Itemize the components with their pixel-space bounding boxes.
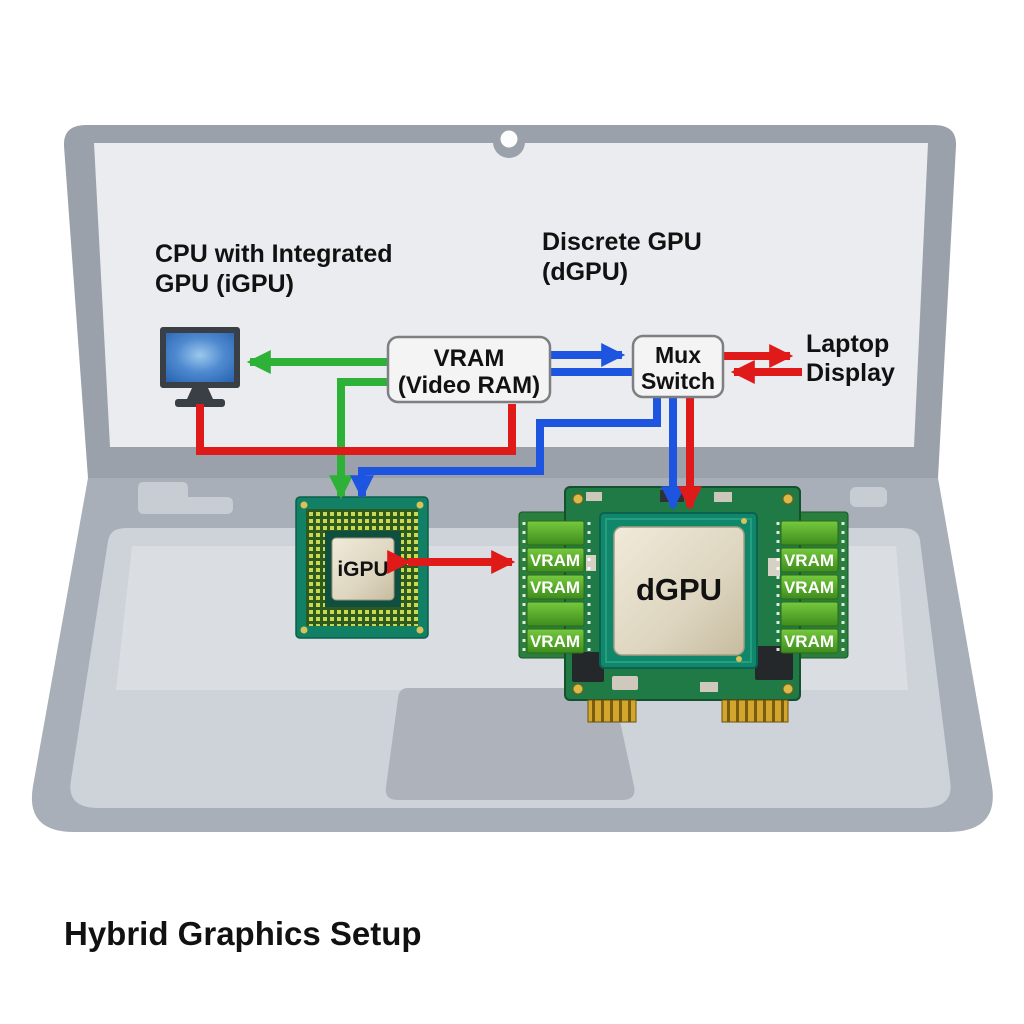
vram-module-label: VRAM [530,632,580,651]
vram-module-label: VRAM [784,551,834,570]
cpu-igpu-label-line2: GPU (iGPU) [155,270,294,298]
smd-component [586,555,596,571]
vram-box-label-line2: (Video RAM) [398,372,540,399]
vram-module [526,601,585,627]
dgpu-die-frame-highlight [605,518,752,663]
vram-module-label: VRAM [530,578,580,597]
laptop-display-label-line1: Laptop [806,330,889,358]
vram-module [526,520,585,546]
page-title: Hybrid Graphics Setup [64,915,422,952]
ic-chip [572,652,604,682]
monitor-neck [187,388,213,399]
dgpu-screw [572,683,584,695]
dgpu-card: dGPU VRAM VRAM VRAM VRAM [518,486,849,723]
laptop-base [31,478,993,832]
vram-module [780,601,839,627]
vram-module-label: VRAM [530,551,580,570]
smd-component [586,492,602,501]
vram-module [780,547,839,573]
wire-monitor-to-vram [196,404,516,455]
igpu-screw [300,626,308,634]
hinge-notch-left [138,482,233,514]
vram-module [526,628,585,654]
mux-switch-label-line1: Mux [655,342,701,368]
touchpad [385,688,635,800]
vram-modules-right: VRAM VRAM VRAM [780,520,839,654]
dgpu-die [613,526,745,656]
igpu-screw [416,501,424,509]
edge-connector-pins [721,699,789,723]
igpu-screw [416,626,424,634]
dgpu-screw [782,493,794,505]
mux-switch-box-shape [631,334,725,399]
vram-box-label-line1: VRAM [434,345,505,372]
vram-box-shape [386,335,552,404]
discrete-gpu-label-line2: (dGPU) [542,258,628,286]
smd-component [612,676,638,690]
text-labels: CPU with Integrated GPU (iGPU) Discrete … [64,228,895,952]
pcb-components [572,490,793,692]
dgpu-screw [572,493,584,505]
vram-module [780,574,839,600]
smd-component [700,682,718,692]
vram-module [780,520,839,546]
vram-box: VRAM (Video RAM) [386,335,552,404]
discrete-gpu-label-line1: Discrete GPU [542,228,702,256]
vram-module [780,628,839,654]
ic-chip [755,646,793,680]
dgpu-die-screw [741,518,747,524]
wire-vram-to-igpu [329,378,388,500]
vram-module-label: VRAM [784,578,834,597]
webcam-dot [500,130,518,148]
vram-module [526,574,585,600]
dgpu-die-screw [736,656,742,662]
igpu-package: iGPU [295,496,429,639]
monitor-screen [166,333,234,382]
igpu-chip-label: iGPU [337,558,388,581]
wire-mux-to-igpu [350,394,661,500]
hinge-notch-right [850,487,887,507]
dgpu-screw [782,683,794,695]
monitor-stand [175,399,225,407]
vram-module-label: VRAM [784,632,834,651]
cpu-igpu-label-line1: CPU with Integrated [155,240,393,268]
wires [196,343,802,574]
edge-connector-pins [587,699,637,723]
igpu-screw [300,501,308,509]
vram-modules-left: VRAM VRAM VRAM [526,520,585,654]
dgpu-chip-label: dGPU [636,572,722,607]
smd-component [714,492,732,502]
vram-module [526,547,585,573]
smd-component [768,558,780,576]
mux-switch-box: Mux Switch [631,334,725,399]
external-monitor-icon [160,327,240,407]
webcam [493,126,525,158]
laptop-display-label-line2: Display [806,359,895,387]
mux-switch-label-line2: Switch [641,368,715,394]
